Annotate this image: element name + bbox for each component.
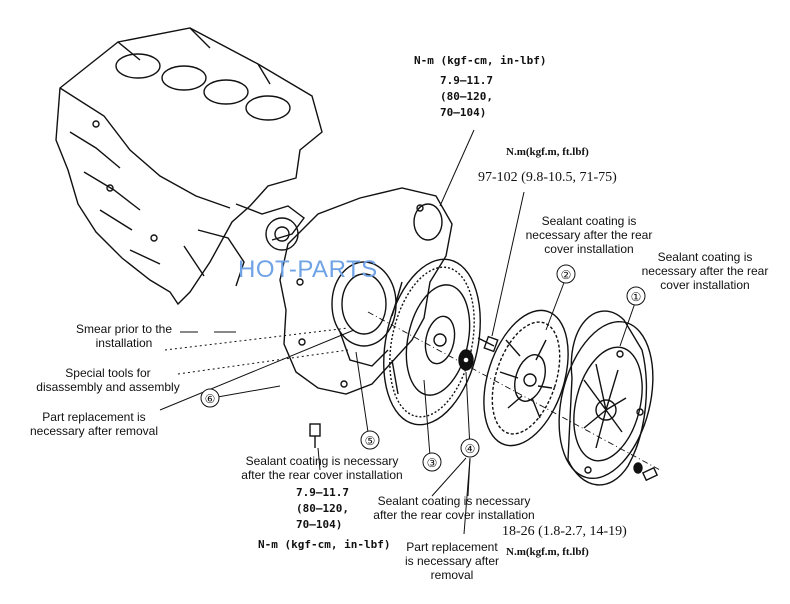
torque-flywheel-unit: N.m(kgf.m, ft.lbf): [506, 146, 589, 158]
callout-1-label: ①: [631, 290, 642, 304]
note-sealant-2: Sealant coating is necessary after the r…: [641, 250, 769, 292]
note-special-tools: Special tools for disassembly and assemb…: [36, 366, 180, 394]
callout-2: ②: [556, 264, 576, 284]
callout-5: ⑤: [360, 430, 380, 450]
rear-cover-bolt: [309, 423, 321, 448]
torque-top-line2: (80—120,: [440, 90, 493, 103]
torque-top-line3: 70—104): [440, 106, 487, 119]
engine-block: [55, 27, 323, 306]
callout-1: ①: [626, 286, 646, 306]
note-sealant-3: Sealant coating is necessary after the r…: [241, 454, 403, 482]
note-part-replacement-bottom: Part replacement is necessary after remo…: [404, 540, 500, 582]
torque-bottom-left-unit: N-m (kgf-cm, in-lbf): [258, 538, 391, 551]
torque-top-line1: 7.9—11.7: [440, 74, 493, 87]
callout-3-label: ③: [427, 456, 438, 470]
torque-bottom-left-line3: 70—104): [296, 518, 343, 531]
flywheel: [383, 258, 481, 426]
flywheel-bolt: [477, 335, 499, 353]
torque-flywheel-value: 97-102 (9.8-10.5, 71-75): [478, 170, 617, 185]
pilot-bearing: [458, 349, 474, 371]
callout-5-label: ⑤: [365, 434, 376, 448]
callout-4: ④: [460, 438, 480, 458]
torque-bottom-right-value: 18-26 (1.8-2.7, 14-19): [502, 524, 627, 539]
clutch-disc: [483, 309, 569, 447]
clutch-bolt: [633, 462, 659, 482]
watermark: HOT-PARTS: [238, 256, 378, 283]
torque-bottom-right-unit: N.m(kgf.m, ft.lbf): [506, 546, 589, 558]
callout-2-label: ②: [561, 268, 572, 282]
note-smear: Smear prior to the installation: [75, 322, 173, 350]
torque-top-unit: N-m (kgf-cm, in-lbf): [414, 54, 547, 67]
note-sealant-4: Sealant coating is necessary after the r…: [373, 494, 535, 522]
torque-bottom-left-line1: 7.9—11.7: [296, 486, 349, 499]
torque-bottom-left-line2: (80—120,: [296, 502, 349, 515]
leader-lines: [159, 129, 637, 535]
callout-3: ③: [422, 452, 442, 472]
callout-6-label: ⑥: [205, 392, 216, 406]
note-sealant-1: Sealant coating is necessary after the r…: [525, 214, 653, 256]
pressure-plate: [558, 310, 654, 486]
note-part-replacement-left: Part replacement is necessary after remo…: [29, 410, 159, 438]
callout-4-label: ④: [465, 442, 476, 456]
callout-6: ⑥: [200, 388, 220, 408]
rear-cover-plate: [279, 187, 453, 395]
